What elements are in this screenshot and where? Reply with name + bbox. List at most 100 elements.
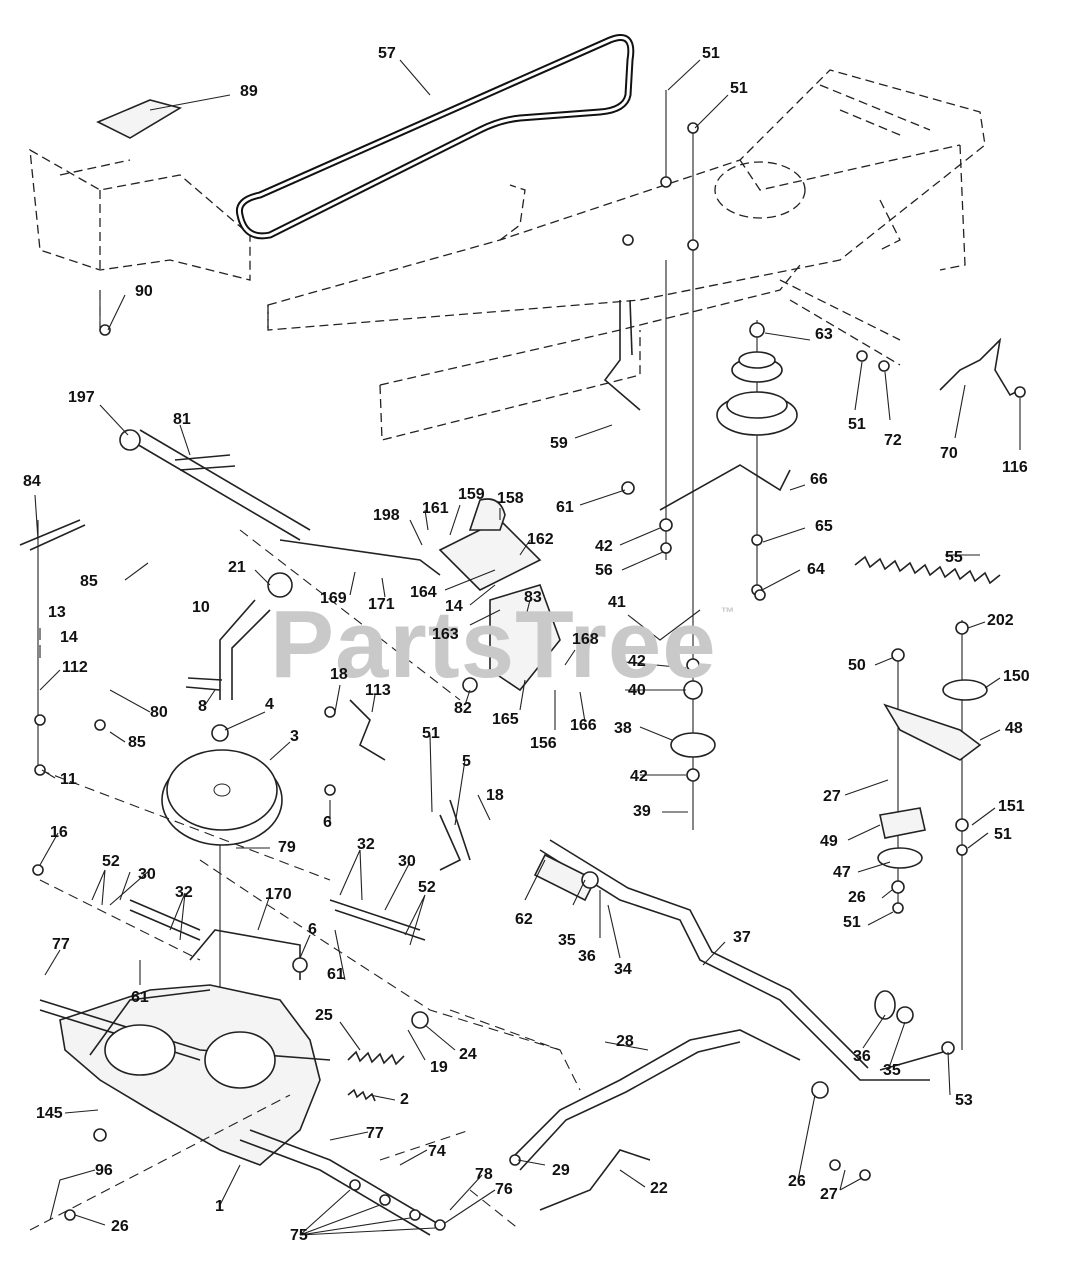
callout: 40 — [628, 682, 646, 699]
callout: 35 — [883, 1062, 901, 1079]
callout: 49 — [820, 833, 838, 850]
callout: 36 — [853, 1048, 871, 1065]
callout: 156 — [530, 735, 557, 752]
callout: 72 — [884, 432, 902, 449]
callout: 158 — [497, 490, 524, 507]
callout: 53 — [955, 1092, 973, 1109]
callout: 16 — [50, 824, 68, 841]
callout: 48 — [1005, 720, 1023, 737]
callout: 35 — [558, 932, 576, 949]
callout: 11 — [60, 771, 77, 788]
callout: 22 — [650, 1180, 668, 1197]
callout: 113 — [365, 682, 391, 699]
callout: 38 — [614, 720, 632, 737]
callout: 25 — [315, 1007, 333, 1024]
callout: 163 — [432, 626, 459, 643]
callout: 42 — [628, 653, 646, 670]
callout: 32 — [175, 884, 193, 901]
callout: 78 — [475, 1166, 493, 1183]
callout: 47 — [833, 864, 851, 881]
callout: 168 — [572, 631, 599, 648]
callout: 13 — [48, 604, 66, 621]
callout: 3 — [290, 728, 299, 745]
callout: 90 — [135, 283, 153, 300]
callout: 34 — [614, 961, 632, 978]
callout: 164 — [410, 584, 437, 601]
callout: 52 — [102, 853, 120, 870]
callout: 27 — [823, 788, 841, 805]
callout: 59 — [550, 435, 568, 452]
callout: 50 — [848, 657, 866, 674]
chassis-frame — [267, 69, 986, 441]
callout: 56 — [595, 562, 613, 579]
bracket-assembly — [874, 679, 988, 1020]
callout: 1 — [215, 1198, 224, 1215]
callout: 77 — [52, 936, 70, 953]
callout: 6 — [323, 814, 332, 831]
callout: 62 — [515, 911, 533, 928]
callout: 170 — [265, 886, 292, 903]
callout: 65 — [815, 518, 833, 535]
callout: 166 — [570, 717, 597, 734]
callout: 4 — [265, 696, 274, 713]
callout: 74 — [428, 1143, 446, 1160]
callout: 81 — [173, 411, 191, 428]
callout: 198 — [373, 507, 400, 524]
callout: 82 — [454, 700, 472, 717]
callout: 169 — [320, 590, 347, 607]
idler-assembly — [279, 498, 561, 692]
callout: 8 — [198, 698, 207, 715]
callout: 70 — [940, 445, 958, 462]
callout: 66 — [810, 471, 828, 488]
callout: 5 — [462, 753, 471, 770]
callout: 80 — [150, 704, 168, 721]
callout: 64 — [807, 561, 825, 578]
callout: 19 — [430, 1059, 448, 1076]
callout: 51 — [994, 826, 1012, 843]
callout: 29 — [552, 1162, 570, 1179]
callout: 116 — [1002, 459, 1028, 476]
callout: 159 — [458, 486, 485, 503]
springs — [347, 555, 1001, 1102]
callout: 18 — [486, 787, 504, 804]
callout: 171 — [368, 596, 395, 613]
callout: 55 — [945, 549, 963, 566]
callout: 165 — [492, 711, 519, 728]
callout: 36 — [578, 948, 596, 965]
callout: 10 — [192, 599, 210, 616]
callout: 51 — [702, 45, 720, 62]
callout: 85 — [80, 573, 98, 590]
callout: 151 — [998, 798, 1025, 815]
callout: 51 — [422, 725, 440, 742]
rods — [19, 299, 1021, 1211]
callout: 85 — [128, 734, 146, 751]
callout: 162 — [527, 531, 554, 548]
callout: 26 — [848, 889, 866, 906]
callout: 145 — [36, 1105, 63, 1122]
callout: 161 — [422, 500, 449, 517]
callout: 30 — [138, 866, 156, 883]
callout: 96 — [95, 1162, 113, 1179]
callout: 112 — [62, 659, 88, 676]
callout: 77 — [366, 1125, 384, 1142]
transaxle — [29, 290, 581, 1236]
callout: 26 — [111, 1218, 129, 1235]
callout: 89 — [240, 83, 258, 100]
callout: 150 — [1003, 668, 1030, 685]
callout: 21 — [228, 559, 246, 576]
callout: 42 — [630, 768, 648, 785]
callout: 63 — [815, 326, 833, 343]
callout: 197 — [68, 389, 95, 406]
callout: 28 — [616, 1033, 634, 1050]
callout: 79 — [278, 839, 296, 856]
callout: 30 — [398, 853, 416, 870]
callout: 52 — [418, 879, 436, 896]
callout: 39 — [633, 803, 651, 820]
callout: 84 — [23, 473, 41, 490]
callout: 41 — [608, 594, 626, 611]
callout: 14 — [445, 598, 463, 615]
callout: 51 — [730, 80, 748, 97]
pulleys — [161, 351, 798, 846]
